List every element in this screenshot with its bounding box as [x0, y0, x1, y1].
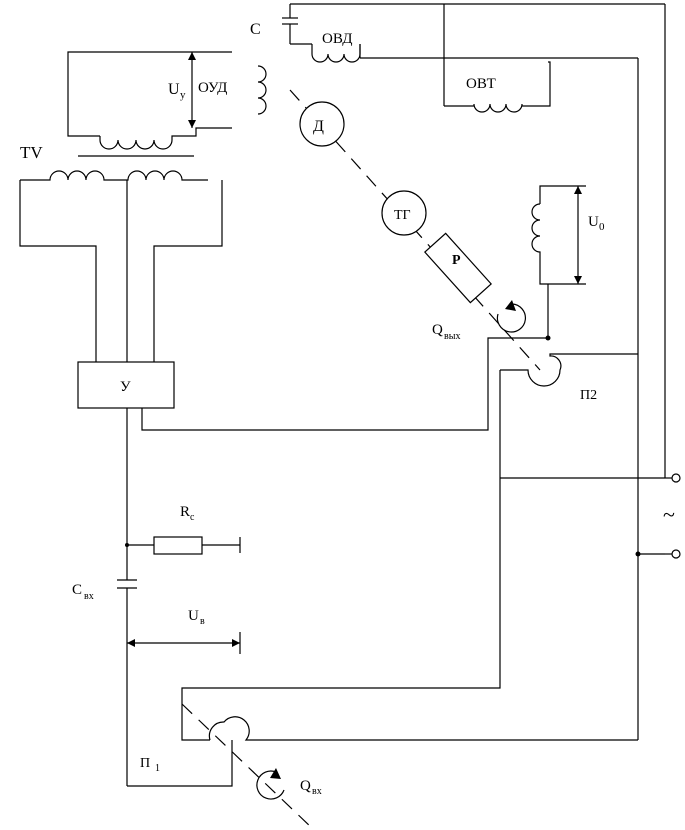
wire-p2-down: [181, 370, 501, 741]
ub-arrowhead-right: [232, 639, 240, 647]
label-rc-sub: с: [190, 512, 195, 523]
uy-arrowhead-bottom: [188, 120, 196, 128]
label-ub: U: [188, 608, 199, 624]
amplifier-box: [77, 361, 175, 409]
shaft-line-in: [181, 703, 313, 829]
label-amplifier: У: [120, 379, 131, 395]
terminal-ac-bottom: [671, 549, 681, 559]
label-c: C: [250, 21, 261, 38]
tv-right-leg: [153, 180, 223, 362]
label-motor: Д: [313, 118, 324, 135]
qout-arrowhead: [505, 300, 516, 311]
label-uy: U: [168, 81, 180, 98]
transformer-primary-top: [99, 127, 232, 150]
label-qin-sub: вх: [312, 786, 322, 797]
label-p1-sub: 1: [155, 763, 160, 774]
qout-arrow: [496, 303, 527, 333]
tv-left-leg: [19, 180, 97, 362]
terminal-ac-top: [671, 473, 681, 483]
label-cin-sub: вх: [84, 591, 94, 602]
label-ub-sub: в: [200, 616, 205, 627]
oud-winding: [257, 65, 267, 115]
motor-circle: [299, 101, 345, 147]
label-p1: П: [140, 756, 150, 771]
wire-p1-bottom: [127, 740, 233, 787]
qin-arrowhead: [270, 768, 281, 779]
u0-circuit: [539, 185, 586, 204]
ovd-winding: [311, 44, 361, 63]
rc-resistor: [153, 536, 203, 555]
node-ac: [635, 551, 641, 557]
wire-amp-out: [141, 337, 548, 431]
node-rc: [125, 543, 129, 547]
qin-arrow: [256, 770, 285, 800]
tacho-circle: [381, 190, 427, 236]
node-p2-top: [545, 335, 551, 341]
label-p2: П2: [580, 388, 597, 403]
label-reducer: Р: [452, 253, 461, 268]
label-oud: ОУД: [198, 80, 227, 96]
label-u0: U: [588, 214, 599, 230]
label-ovd: ОВД: [322, 31, 353, 47]
label-u0-sub: 0: [599, 221, 605, 233]
u0-winding: [531, 203, 586, 285]
reducer-box: [423, 232, 493, 304]
capacitor-c: [282, 4, 298, 44]
label-tv: TV: [20, 143, 43, 162]
u0-arrowhead-bottom: [574, 276, 582, 284]
label-ac: ~: [663, 502, 675, 527]
u0-arrowhead-top: [574, 186, 582, 194]
label-qout-sub: вых: [444, 331, 460, 342]
p2-potentiometer: [500, 353, 638, 387]
p1-potentiometer: [208, 716, 638, 741]
ub-arrowhead-left: [127, 639, 135, 647]
cin-capacitor: [117, 579, 137, 589]
label-rc: R: [180, 504, 190, 520]
wire-oud-loop: [67, 51, 232, 137]
ovt-winding: [444, 61, 551, 113]
label-cin: C: [72, 582, 82, 598]
tv-secondary: [20, 170, 208, 181]
label-qout: Q: [432, 322, 443, 338]
uy-arrowhead-top: [188, 52, 196, 60]
label-uy-sub: у: [180, 89, 186, 101]
label-tacho: ТГ: [394, 208, 411, 223]
label-ovt: ОВТ: [466, 76, 496, 92]
label-qin: Q: [300, 778, 311, 794]
